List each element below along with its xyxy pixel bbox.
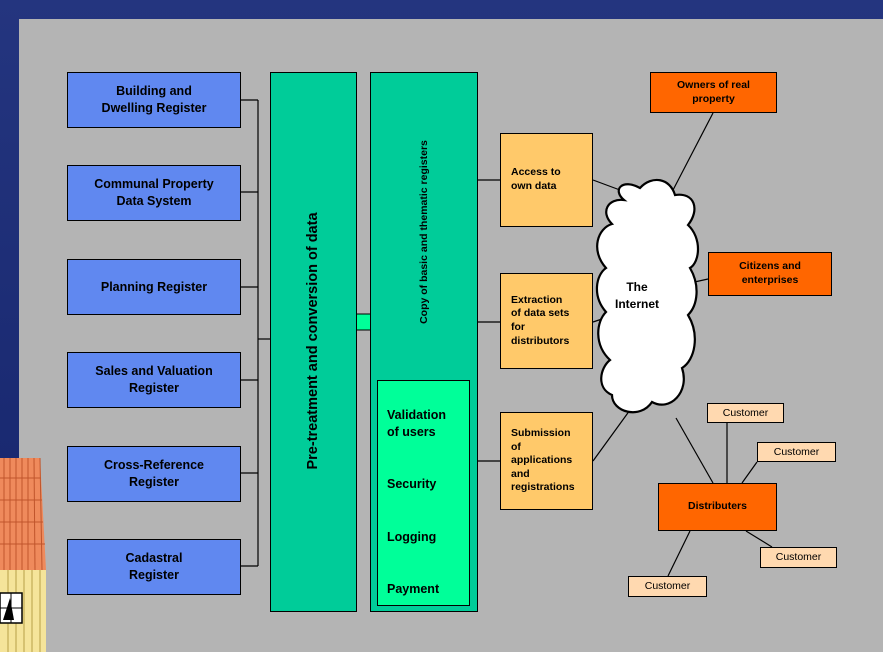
register-cross-reference: Cross-Reference Register [67, 446, 241, 502]
access-own-data: Access to own data [500, 133, 593, 227]
services-box [377, 380, 470, 606]
register-cadastral: Cadastral Register [67, 539, 241, 595]
service-security: Security [387, 477, 437, 491]
register-sales-valuation: Sales and Valuation Register [67, 352, 241, 408]
citizens-enterprises: Citizens and enterprises [708, 252, 832, 296]
service-validation: Validation of users [387, 408, 447, 439]
register-building-dwelling: Building and Dwelling Register [67, 72, 241, 128]
copy-registers-label: Copy of basic and thematic registers [418, 140, 430, 324]
owners-real-property: Owners of real property [650, 72, 777, 113]
customer-box: Customer [760, 547, 837, 568]
service-logging: Logging [387, 530, 437, 544]
distributers: Distributers [658, 483, 777, 531]
submission-applications: Submission of applications and registrat… [500, 412, 593, 510]
customer-box: Customer [757, 442, 836, 462]
customer-box: Customer [628, 576, 707, 597]
internet-cloud [595, 178, 700, 414]
register-communal-property: Communal Property Data System [67, 165, 241, 221]
customer-box: Customer [707, 403, 784, 423]
extraction-data-sets: Extraction of data sets for distributors [500, 273, 593, 369]
pretreatment-label: Pre-treatment and conversion of data [305, 212, 321, 470]
register-planning: Planning Register [67, 259, 241, 315]
service-payment: Payment [387, 582, 440, 596]
internet-label: The Internet [614, 280, 659, 311]
house-illustration [0, 458, 46, 652]
pretreatment-bar [270, 72, 357, 612]
